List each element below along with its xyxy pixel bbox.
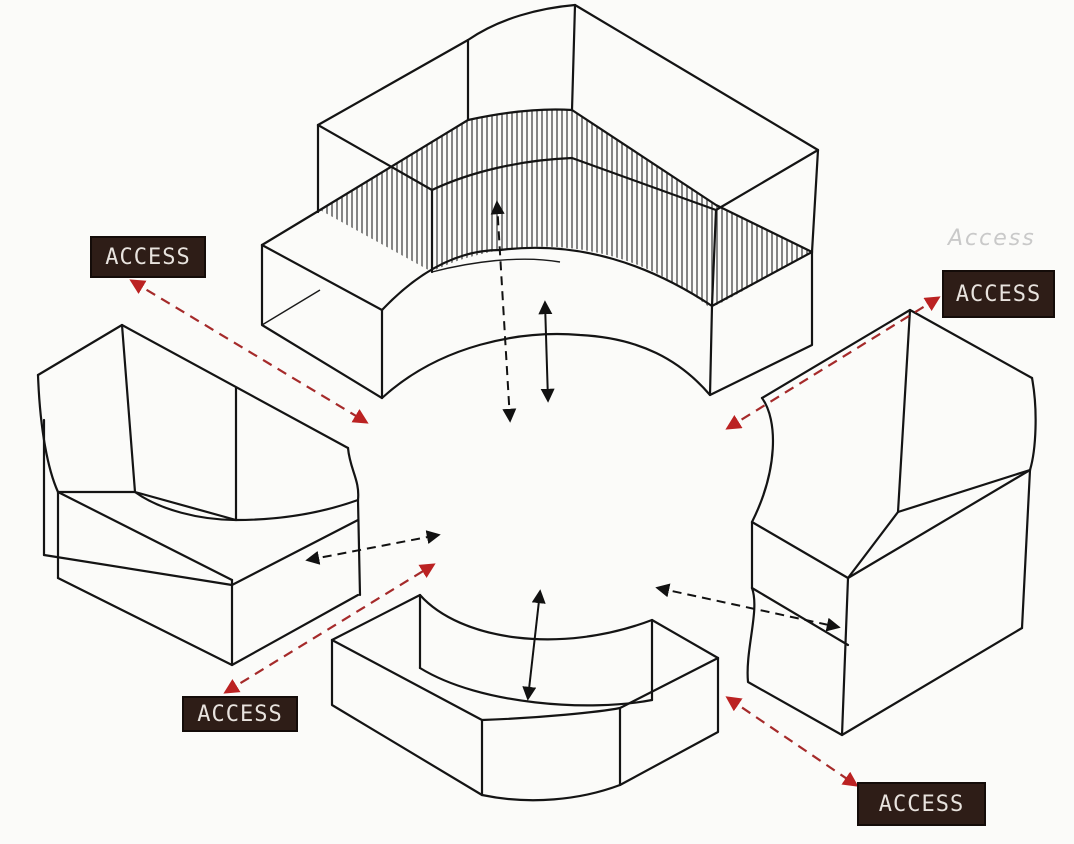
access-arrows <box>129 279 941 787</box>
pencil-note: Access <box>948 226 1036 251</box>
left-seat <box>36 323 362 667</box>
access-tag-bottom-left: ACCESS <box>182 696 298 732</box>
access-tag-bottom-right: ACCESS <box>857 782 986 826</box>
arrow-vertical-solid-top <box>538 300 555 403</box>
access-tag-top-left: ACCESS <box>90 236 206 278</box>
access-arrow-top-left <box>129 279 369 424</box>
arrow-vertical-dashed <box>490 200 517 423</box>
right-seat <box>746 308 1037 737</box>
hatched-worktop <box>320 109 812 309</box>
access-arrow-bottom-left <box>223 563 436 694</box>
access-arrow-top-right <box>725 296 941 430</box>
arrow-bottom-bench <box>522 589 546 701</box>
arrow-left-seat <box>305 530 441 565</box>
circulation-arrows <box>305 200 841 701</box>
bottom-bench <box>330 593 720 802</box>
access-tag-top-right: ACCESS <box>942 270 1055 318</box>
arrow-right-seat <box>655 583 841 632</box>
top-l-counter <box>260 3 820 400</box>
access-arrow-bottom-right <box>725 696 859 787</box>
